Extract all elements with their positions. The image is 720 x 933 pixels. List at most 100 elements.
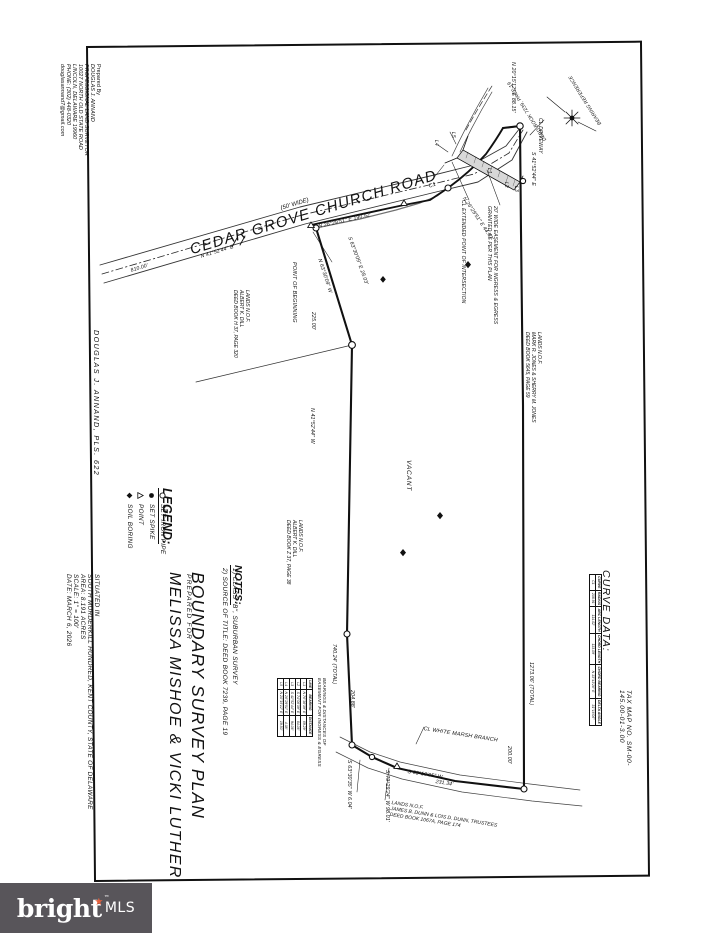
legend-item-label: POINT	[137, 504, 144, 526]
cell-distance: 19.50'	[277, 715, 284, 737]
col-radius: RADIUS	[595, 590, 602, 607]
line-label-l1: L1	[486, 168, 492, 174]
table-header-row: LINE BEARING DISTANCE	[306, 678, 313, 737]
situated-area: AREA: 8.191 ACRES	[79, 574, 86, 640]
dimension-pob: 225.00'	[310, 312, 316, 330]
interior-vacant-label: VACANT	[405, 460, 412, 492]
surveyor-phone: PHONE: (302) 448-0320	[65, 64, 71, 126]
note-item: 2) SOURCE OF TITLE: DEED BOOK 7239, PAGE…	[221, 568, 228, 736]
dimension-long-west: 740.24' (TOTAL)	[331, 644, 337, 685]
cell-chord-brg: N 13°43'28" E	[589, 664, 596, 699]
line-label-l4: L4	[433, 140, 439, 146]
cell-distance: 84.06'	[295, 715, 301, 737]
notes-items: 1) CLASS "B", SUBURBAN SURVEY 2) SOURCE …	[221, 568, 238, 735]
situated-line-2: SOUTH MURDERKILL HUNDRED, KENT COUNTY, S…	[86, 574, 93, 810]
bearing-branch-seg-1: S 63°30'35" W 6.04'	[346, 760, 352, 809]
col-delta: DELTA ANGLE	[595, 698, 602, 726]
triangle-open-icon	[137, 492, 144, 499]
cell-radius: 208.91'	[589, 590, 596, 607]
diamond-filled-icon	[126, 492, 133, 499]
dimension-partial-west: 204.88'	[349, 690, 355, 708]
easement-note-line-1: 20' WIDE EASEMENT FOR INGRESS & EGRESS	[492, 206, 498, 325]
bearing-long-west: N 41°52'44" W	[309, 408, 315, 444]
line-label-l3: L3	[513, 186, 519, 192]
curve-data-table: CURVE RADIUS ARC LENGTH CHORD LENGTH CHO…	[589, 574, 602, 726]
easement-caption-line-2: EASEMENT FOR INGRESS & EGRESS	[317, 678, 322, 767]
legend-item: SET IRON PIPE	[159, 492, 166, 554]
cl-extended-label: CL EXTENDED POINT OF INTERSECTION	[460, 200, 466, 304]
legend-item-label: SOIL BORING	[126, 504, 133, 549]
note-item: 1) CLASS "B", SUBURBAN SURVEY	[231, 568, 238, 685]
table-row: L4 N 26°29'51" E 4.08'	[283, 678, 290, 737]
situated-block: SITUATED IN SOUTH MURDERKILL HUNDRED, KE…	[65, 574, 100, 810]
cell-line: L4	[283, 678, 290, 690]
adjoiner-line: MARK R. JONES & SHERRY M. JONES	[530, 332, 536, 423]
adjoiner-jones: LANDS N.O.F. MARK R. JONES & SHERRY M. J…	[524, 332, 542, 423]
brightmls-watermark: bright ™ MLS	[0, 883, 152, 933]
cell-bearing: N 76°38'39" E	[300, 689, 307, 716]
cell-arc: 114.02'	[589, 606, 596, 634]
prepared-for-label: PREPARED FOR	[185, 574, 192, 640]
cell-bearing: N 26°29'51" E	[283, 689, 290, 716]
prepared-by-block: Prepared By DOUGLAS J. ANNAND PROFESSION…	[59, 64, 101, 156]
adjoiner-line: ALBERT K. DILL	[291, 520, 297, 558]
tax-map-number: TAX MAP NO. SM-00-145.00-01-3.00	[618, 690, 632, 767]
dimension-east-part: 200.00'	[506, 746, 512, 764]
line-label-l5: L5	[450, 132, 456, 138]
table-row: L1 N 76°38'39" E 69.29'	[300, 678, 307, 737]
easement-caption-line-1: BEARINGS & DISTANCES OF	[322, 678, 327, 746]
cell-line: L2	[295, 678, 301, 690]
cell-curve: C1	[589, 574, 596, 591]
adjoiner-line: LANDS N.O.F.	[536, 332, 542, 365]
situated-scale: SCALE: 1" = 100'	[72, 574, 79, 629]
surveyor-email: douglasannand7@gmail.com	[59, 64, 65, 137]
watermark-brand: bright ™	[16, 893, 109, 923]
bearing-driveway-south: S 41°52'44" E	[530, 152, 536, 186]
table-header-row: CURVE RADIUS ARC LENGTH CHORD LENGTH CHO…	[595, 574, 602, 726]
table-row: L2 S 74°08'39" E 84.06'	[295, 678, 301, 737]
adjoiner-line: DEED BOOK H 37, PAGE 320	[232, 290, 238, 358]
watermark-suffix: MLS	[104, 900, 136, 916]
legend-item: SET SPIKE	[148, 492, 155, 554]
circle-open-icon	[159, 492, 166, 499]
adjoiner-line: ALBERT K. DILL	[238, 290, 244, 328]
adjoiner-line: LANDS N.O.F.	[297, 520, 303, 553]
owner-names: MELISSA MISHOE & VICKI LUTHER	[166, 572, 183, 879]
col-distance: DISTANCE	[306, 715, 313, 737]
cell-line: L5	[277, 678, 284, 690]
legend-item: SOIL BORING	[126, 492, 133, 554]
table-row: C1 208.91' 114.02' 113.09' N 13°43'28" E…	[589, 574, 596, 726]
legend-item-label: SET SPIKE	[148, 504, 155, 540]
cell-bearing: S 41°52'44" E	[289, 689, 296, 716]
trademark-symbol: ™	[104, 894, 109, 901]
legend-item-label: SET IRON PIPE	[159, 504, 166, 555]
cell-bearing: N 20°15'12" E	[277, 689, 284, 716]
col-bearing: BEARING	[306, 689, 313, 716]
table-row: L3 S 41°52'44" E 94.06'	[289, 678, 296, 737]
col-curve: CURVE	[595, 574, 602, 591]
cell-distance: 69.29'	[300, 715, 307, 737]
cell-chord-len: 113.09'	[589, 633, 596, 665]
adjoiner-dill-north: LANDS N.O.F. ALBERT K. DILL DEED BOOK H …	[232, 290, 250, 358]
table-row: L5 N 20°15'12" E 19.50'	[277, 678, 284, 737]
point-of-beginning-label: POINT OF BEGINNING	[291, 262, 297, 323]
col-line: LINE	[306, 678, 313, 690]
surveyor-credential: PROFESSIONAL LAND SURVEYOR	[83, 64, 89, 156]
legend-items: SET IRON PIPE SET SPIKE POINT SOIL BORIN…	[126, 492, 166, 554]
dimension-east-long: 1273.06' (TOTAL)	[528, 662, 534, 706]
cell-line: L3	[289, 678, 296, 690]
adjoiner-dill-west: LANDS N.O.F. ALBERT K. DILL DEED BOOK Z …	[285, 520, 303, 584]
surveyor-name: DOUGLAS J. ANNAND	[89, 64, 95, 122]
adjoiner-line: DEED BOOK Z 37, PAGE 38	[285, 520, 291, 585]
col-chord-len: CHORD LENGTH	[595, 633, 602, 665]
cell-distance: 4.08'	[283, 715, 290, 737]
col-arc: ARC LENGTH	[595, 606, 602, 634]
col-chord-brg: CHORD BEARING	[595, 664, 602, 699]
easement-table-wrap: LINE BEARING DISTANCE L1 N 76°38'39" E 6…	[277, 678, 313, 737]
easement-bearings-table: LINE BEARING DISTANCE L1 N 76°38'39" E 6…	[277, 678, 313, 737]
situated-line-1: SITUATED IN	[93, 574, 100, 617]
cell-bearing: S 74°08'39" E	[295, 689, 301, 716]
surveyor-address-1: 10027 NORTH OLD STATE ROAD	[77, 64, 83, 150]
